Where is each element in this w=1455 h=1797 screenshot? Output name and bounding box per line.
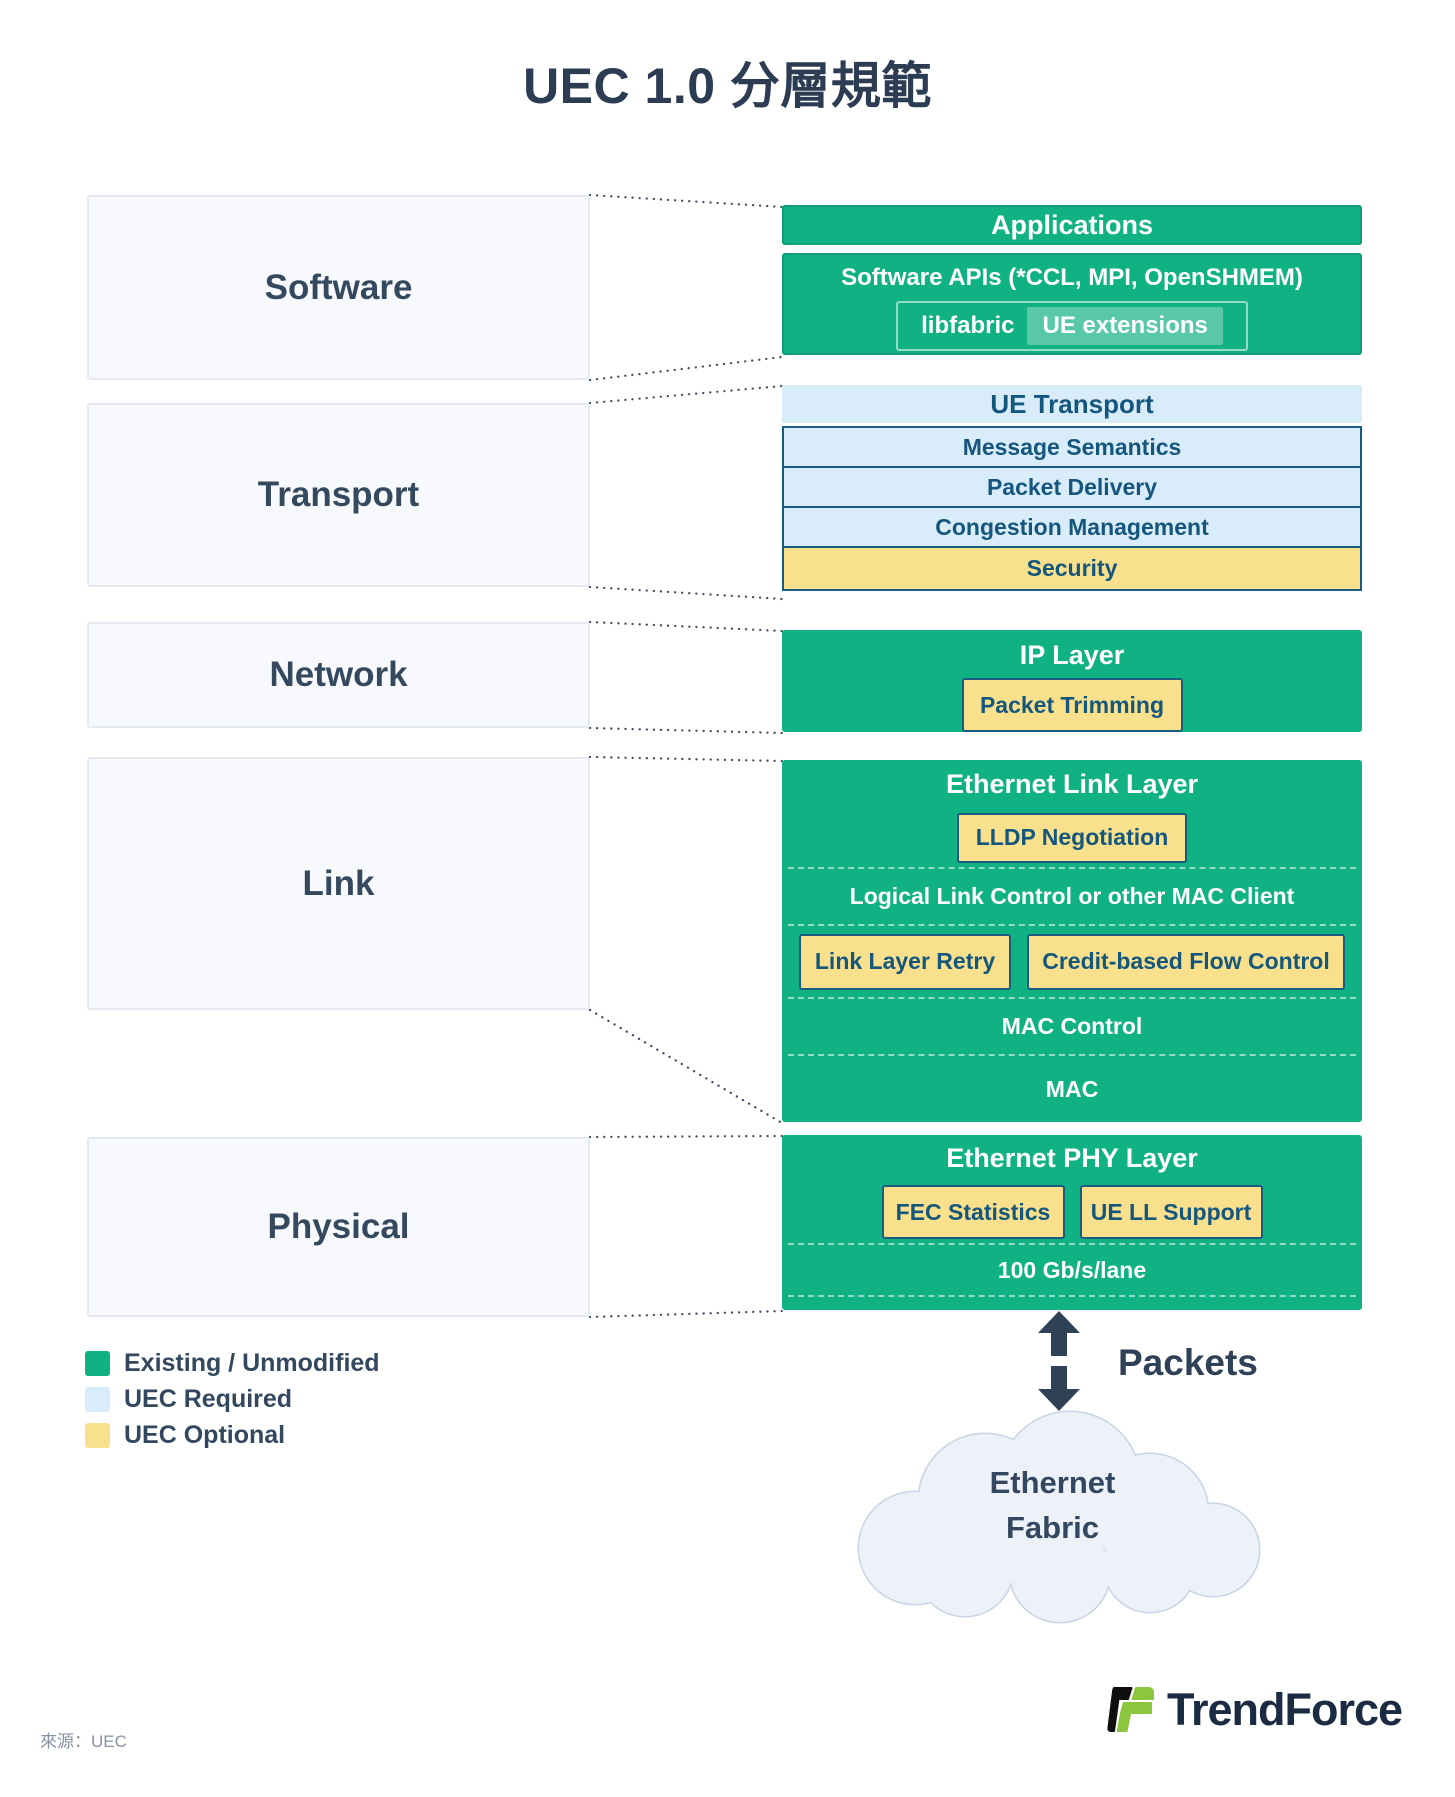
ue-transport-rows: Message Semantics Packet Delivery Conges… <box>782 426 1362 591</box>
row-label: Packet Delivery <box>986 473 1158 500</box>
legend-swatch-yellow <box>85 1422 110 1448</box>
ethernet-phy-layer-block: Ethernet PHY Layer FEC Statistics UE LL … <box>782 1135 1362 1310</box>
layer-box-software: Software <box>87 195 590 380</box>
row-label: Message Semantics <box>962 433 1182 460</box>
layer-box-transport: Transport <box>87 403 590 587</box>
row-label: Security <box>1026 555 1118 581</box>
ue-ll-support-chip: UE LL Support <box>1079 1185 1263 1239</box>
transport-row-message-semantics: Message Semantics <box>782 426 1362 468</box>
transport-row-security: Security <box>782 546 1362 591</box>
legend-item-optional: UEC Optional <box>85 1420 380 1449</box>
link-chips-row: Link Layer Retry Credit-based Flow Contr… <box>782 926 1362 997</box>
layer-label: Physical <box>267 1207 410 1246</box>
packets-arrows-icon <box>1038 1311 1080 1411</box>
layer-box-physical: Physical <box>87 1137 590 1317</box>
layer-label: Transport <box>257 475 420 514</box>
fec-statistics-chip: FEC Statistics <box>881 1185 1065 1239</box>
ue-transport-label: UE Transport <box>990 388 1154 419</box>
layer-label: Link <box>302 863 375 903</box>
legend-label: UEC Required <box>124 1384 293 1413</box>
software-apis-block: Software APIs (*CCL, MPI, OpenSHMEM) lib… <box>782 253 1362 355</box>
layer-label: Network <box>269 655 408 694</box>
ethernet-phy-layer-header: Ethernet PHY Layer <box>946 1142 1198 1173</box>
layer-box-link: Link <box>87 757 590 1010</box>
dashed-divider <box>788 1243 1356 1245</box>
credit-based-flow-control-chip: Credit-based Flow Control <box>1027 933 1345 990</box>
libfabric-box: libfabric UE extensions <box>896 301 1248 351</box>
cloud-line-1: Ethernet <box>989 1465 1116 1500</box>
ethernet-link-layer-header: Ethernet Link Layer <box>945 768 1199 799</box>
ip-layer-block: IP Layer Packet Trimming <box>782 630 1362 732</box>
row-label: Congestion Management <box>935 513 1209 540</box>
cloud-icon <box>857 1410 1261 1624</box>
ethernet-fabric-label: Ethernet Fabric <box>815 1460 1290 1550</box>
legend-item-required: UEC Required <box>85 1384 380 1413</box>
trendforce-logo-icon <box>1107 1687 1154 1732</box>
dashed-divider <box>788 1054 1356 1056</box>
legend: Existing / Unmodified UEC Required UEC O… <box>85 1348 380 1449</box>
applications-header: Applications <box>990 209 1153 240</box>
cloud-line-2: Fabric <box>1005 1510 1100 1545</box>
legend-swatch-blue <box>85 1386 110 1412</box>
speed-row: 100 Gb/s/lane <box>997 1256 1147 1283</box>
legend-label: Existing / Unmodified <box>124 1348 380 1377</box>
mac-control-row: MAC Control <box>1001 1013 1143 1039</box>
ue-extensions-chip: UE extensions <box>1027 307 1223 345</box>
phy-bottom-strip <box>782 1297 1362 1310</box>
dashed-divider <box>788 997 1356 999</box>
lldp-negotiation-chip: LLDP Negotiation <box>957 812 1187 863</box>
ethernet-link-layer-block: Ethernet Link Layer LLDP Negotiation Log… <box>782 760 1362 1122</box>
chip-label: UE LL Support <box>1090 1198 1252 1225</box>
source-note: 來源：UEC <box>40 1732 127 1751</box>
trendforce-logo-text: TrendForce <box>1167 1684 1403 1735</box>
chip-label: Credit-based Flow Control <box>1042 948 1330 974</box>
software-apis-label: Software APIs (*CCL, MPI, OpenSHMEM) <box>841 264 1303 291</box>
trendforce-logo: TrendForce <box>1105 1684 1403 1736</box>
legend-swatch-green <box>85 1350 110 1376</box>
lldp-row: LLDP Negotiation <box>782 808 1362 867</box>
layer-label: Software <box>264 267 413 307</box>
link-layer-retry-chip: Link Layer Retry <box>799 933 1011 990</box>
mac-row: MAC <box>1045 1075 1099 1102</box>
dashed-divider <box>788 924 1356 926</box>
ue-transport-header: UE Transport <box>782 385 1362 423</box>
transport-row-packet-delivery: Packet Delivery <box>782 466 1362 508</box>
layer-box-network: Network <box>87 622 590 728</box>
chip-label: Link Layer Retry <box>814 948 996 974</box>
packet-trimming-chip: Packet Trimming <box>961 678 1183 732</box>
libfabric-label: libfabric <box>921 312 1015 339</box>
phy-chips-row: FEC Statistics UE LL Support <box>782 1181 1362 1243</box>
transport-row-congestion-management: Congestion Management <box>782 506 1362 548</box>
legend-item-existing: Existing / Unmodified <box>85 1348 380 1377</box>
chip-label: FEC Statistics <box>895 1198 1051 1225</box>
dashed-divider <box>788 1295 1356 1297</box>
chip-label: Packet Trimming <box>979 691 1165 718</box>
dashed-divider <box>788 867 1356 869</box>
ip-layer-header: IP Layer <box>1019 640 1125 670</box>
chip-label: LLDP Negotiation <box>975 824 1169 850</box>
llc-row: Logical Link Control or other MAC Client <box>849 883 1295 909</box>
page-title: UEC 1.0 分層規範 <box>523 58 932 114</box>
packets-label: Packets <box>1118 1342 1258 1383</box>
legend-label: UEC Optional <box>124 1420 286 1449</box>
applications-block: Applications <box>782 205 1362 245</box>
